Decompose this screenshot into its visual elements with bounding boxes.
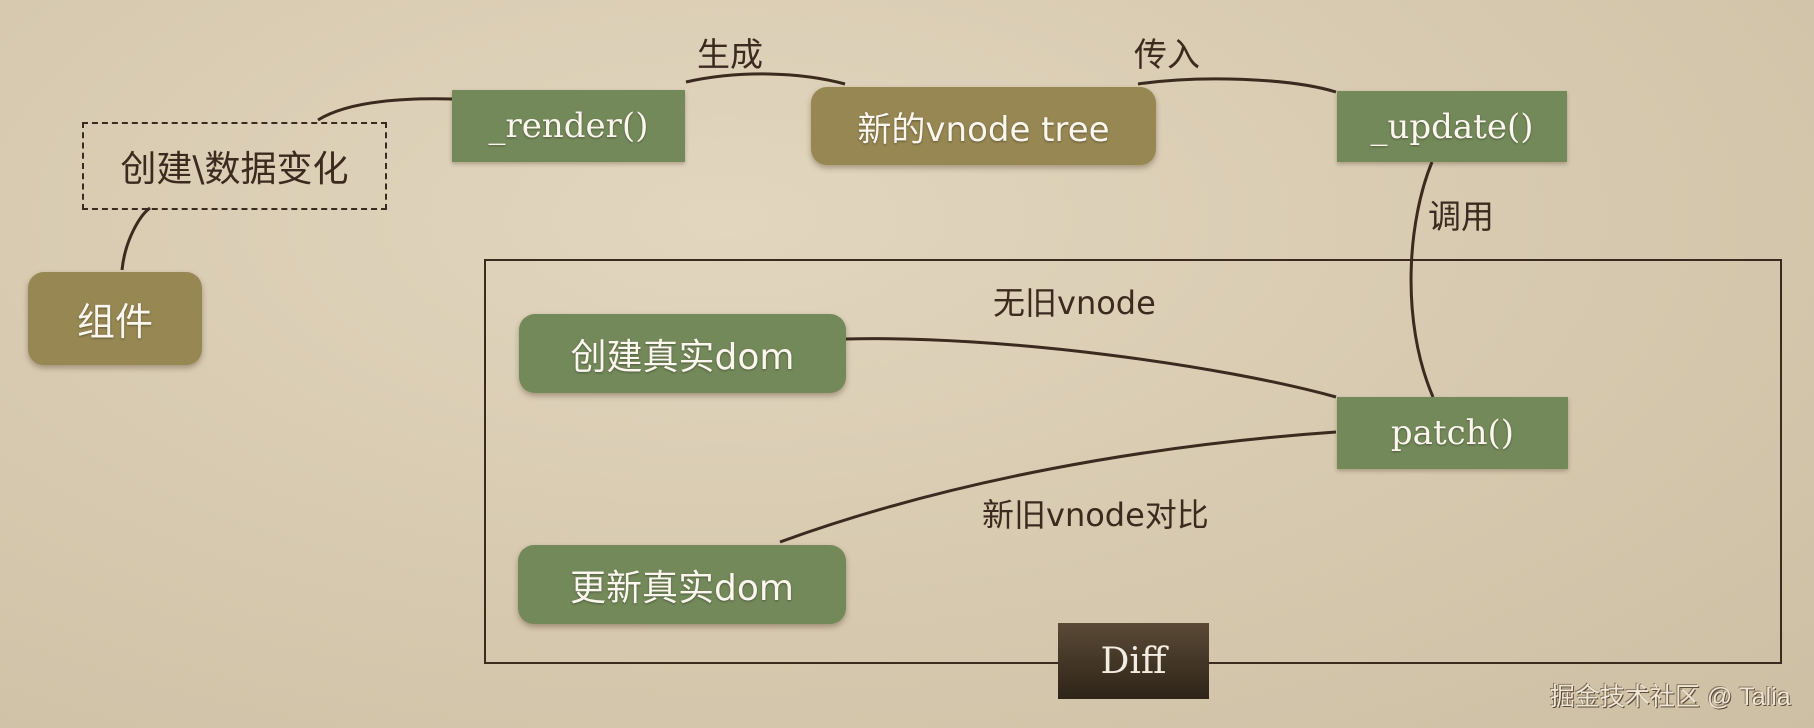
pass-in-edge-label: 传入 (1134, 35, 1200, 74)
edge-patch-to-update-dom (779, 430, 1337, 544)
edge-component-to-create (120, 206, 151, 271)
edge-vnode-to-update (1137, 77, 1337, 94)
generate-edge-label: 生成 (697, 35, 763, 74)
update-real-dom-node: 更新真实dom (518, 545, 846, 624)
watermark: 掘金技术社区 @ Talia (1550, 683, 1791, 711)
edge-patch-to-create-dom (845, 337, 1337, 399)
edge-render-to-vnode (685, 72, 846, 86)
diff-label: Diff (1058, 623, 1209, 699)
patch-label: patch() (1390, 413, 1515, 453)
create-or-data-change-label: 创建\数据变化 (120, 149, 349, 190)
new-vnode-tree-node: 新的vnode tree (811, 87, 1156, 165)
render-label: _render() (488, 106, 649, 146)
component-node: 组件 (28, 272, 202, 365)
update-label: _update() (1370, 106, 1534, 147)
component-label: 组件 (76, 300, 153, 344)
compare-vnodes-edge-label: 新旧vnode对比 (982, 496, 1209, 534)
render-node: _render() (452, 90, 685, 162)
edge-create-to-render (317, 97, 453, 122)
invoke-edge-label: 调用 (1428, 197, 1494, 236)
new-vnode-tree-label: 新的vnode tree (857, 109, 1110, 150)
create-or-data-change-node: 创建\数据变化 (82, 122, 387, 210)
patch-node: patch() (1337, 397, 1568, 469)
update-real-dom-label: 更新真实dom (570, 567, 794, 609)
create-real-dom-label: 创建真实dom (570, 336, 795, 378)
no-old-vnode-edge-label: 无旧vnode (993, 284, 1156, 322)
update-node: _update() (1337, 91, 1567, 162)
diff-text: Diff (1100, 640, 1167, 682)
create-real-dom-node: 创建真实dom (519, 314, 846, 393)
edge-update-to-patch (1409, 161, 1435, 398)
